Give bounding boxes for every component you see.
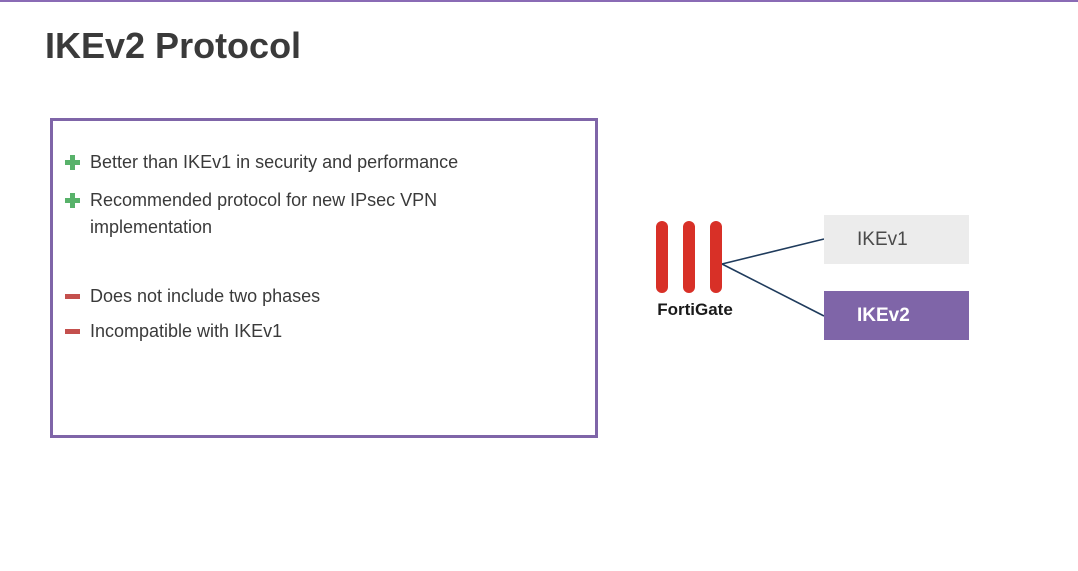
- pro-item: Better than IKEv1 in security and perfor…: [65, 149, 535, 176]
- pro-item-text: Better than IKEv1 in security and perfor…: [90, 152, 459, 172]
- connector-line-ikev1: [721, 238, 825, 265]
- pro-item-text: Recommended protocol for new IPsec VPN i…: [90, 190, 438, 237]
- logo-bar: [656, 221, 668, 293]
- plus-icon: [65, 193, 80, 208]
- page-title: IKEv2 Protocol: [45, 25, 302, 66]
- con-item: Incompatible with IKEv1: [65, 318, 535, 345]
- top-accent-rule: [0, 0, 1078, 2]
- con-item-text: Does not include two phases: [90, 286, 321, 306]
- minus-icon: [65, 324, 80, 339]
- device-label: FortiGate: [657, 300, 733, 319]
- pro-item: Recommended protocol for new IPsec VPN i…: [65, 187, 535, 241]
- minus-icon: [65, 289, 80, 304]
- protocol-box-ikev2: IKEv2: [824, 291, 969, 340]
- protocol-box-ikev1: IKEv1: [824, 215, 969, 264]
- con-item-text: Incompatible with IKEv1: [90, 321, 283, 341]
- con-item: Does not include two phases: [65, 283, 535, 310]
- pros-cons-box: Better than IKEv1 in security and perfor…: [50, 118, 598, 438]
- logo-bar: [683, 221, 695, 293]
- plus-icon: [65, 155, 80, 170]
- logo-bar: [710, 221, 722, 293]
- fortigate-logo-icon: [654, 221, 724, 295]
